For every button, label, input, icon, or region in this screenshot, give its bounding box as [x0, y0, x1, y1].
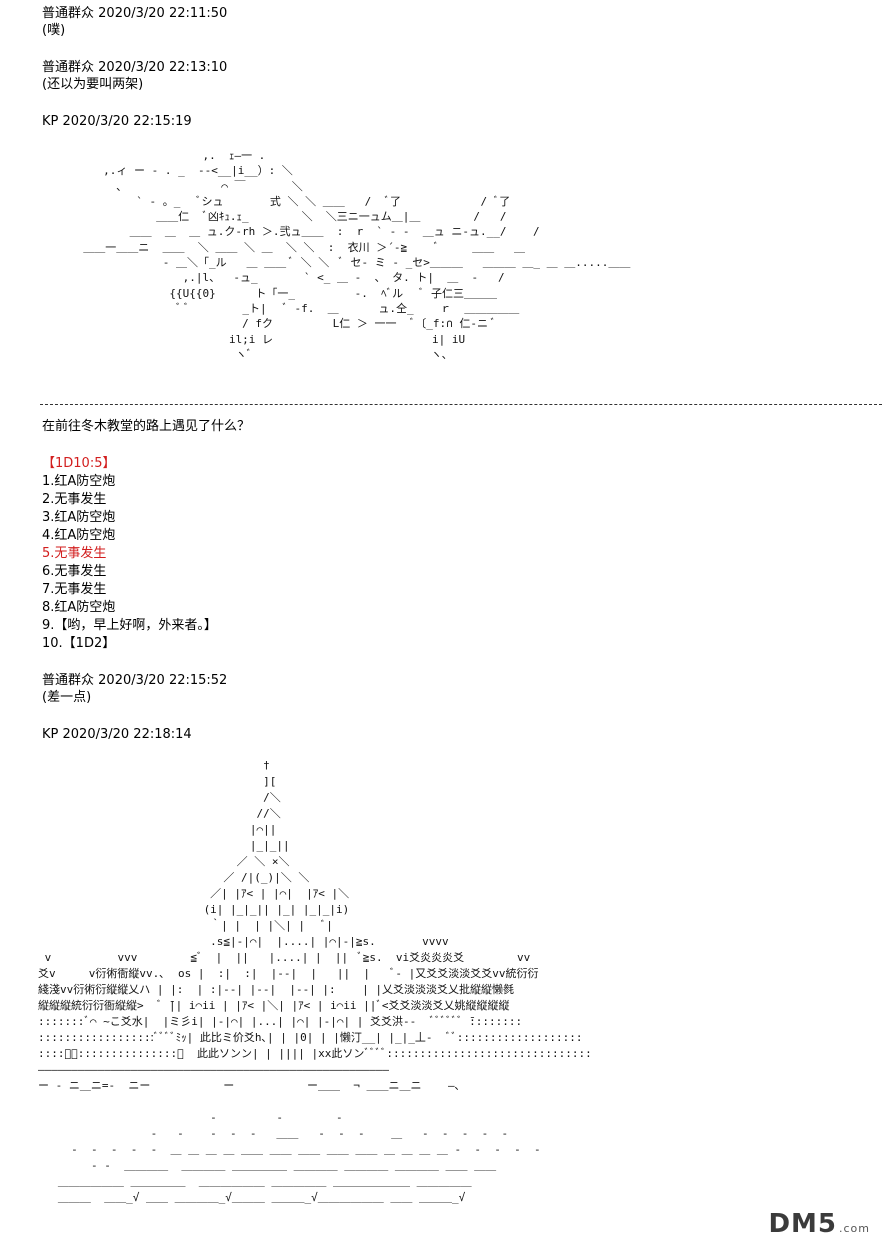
- site-watermark: DM5.com: [768, 1209, 870, 1239]
- post-3-time: 2020/3/20 22:15:19: [62, 114, 192, 129]
- post-1-body: (噗): [42, 23, 66, 38]
- post-5-time: 2020/3/20 22:18:14: [62, 727, 192, 742]
- post-1-time: 2020/3/20 22:11:50: [98, 6, 228, 21]
- question-text: 在前往冬木教堂的路上遇见了什么？: [42, 419, 251, 434]
- post-3-header: KP 2020/3/20 22:15:19: [42, 113, 192, 130]
- post-4-header: 普通群众 2020/3/20 22:15:52: [42, 672, 227, 689]
- post-2-author: 普通群众: [42, 60, 95, 75]
- option-4: 4.红A防空炮: [42, 528, 116, 543]
- watermark-suffix: .com: [839, 1222, 870, 1235]
- divider: [40, 404, 882, 405]
- post-1-author: 普通群众: [42, 6, 95, 21]
- option-1: 1.红A防空炮: [42, 474, 116, 489]
- option-6: 6.无事发生: [42, 564, 107, 579]
- post-4-time: 2020/3/20 22:15:52: [98, 673, 228, 688]
- option-5-selected: 5.无事发生: [42, 546, 107, 561]
- post-2-header: 普通群众 2020/3/20 22:13:10: [42, 59, 227, 76]
- option-3: 3.红A防空炮: [42, 510, 116, 525]
- ascii-art-church: † ][ /＼ //＼ |⌒|| |_|_||: [38, 759, 592, 1204]
- watermark-logo: DM5: [768, 1209, 837, 1239]
- post-2-time: 2020/3/20 22:13:10: [98, 60, 228, 75]
- option-9: 9.【哟，早上好啊，外来者。】: [42, 618, 217, 633]
- post-4-body: (差一点): [42, 690, 92, 705]
- post-1-header: 普通群众 2020/3/20 22:11:50: [42, 5, 227, 22]
- post-4-author: 普通群众: [42, 673, 95, 688]
- ascii-art-jets: ,. ｪ―一 . ,.ィ ー - . _ -‐<__|i__）: ＼ ､ ⌒ ￣…: [83, 149, 631, 361]
- option-7: 7.无事发生: [42, 582, 107, 597]
- dice-roll: 【1D10:5】: [42, 456, 116, 471]
- option-2: 2.无事发生: [42, 492, 107, 507]
- option-10: 10.【1D2】: [42, 636, 116, 651]
- post-5-header: KP 2020/3/20 22:18:14: [42, 726, 192, 743]
- post-5-author: KP: [42, 727, 59, 742]
- post-3-author: KP: [42, 114, 59, 129]
- post-2-body: (还以为要叫两架): [42, 77, 144, 92]
- option-8: 8.红A防空炮: [42, 600, 116, 615]
